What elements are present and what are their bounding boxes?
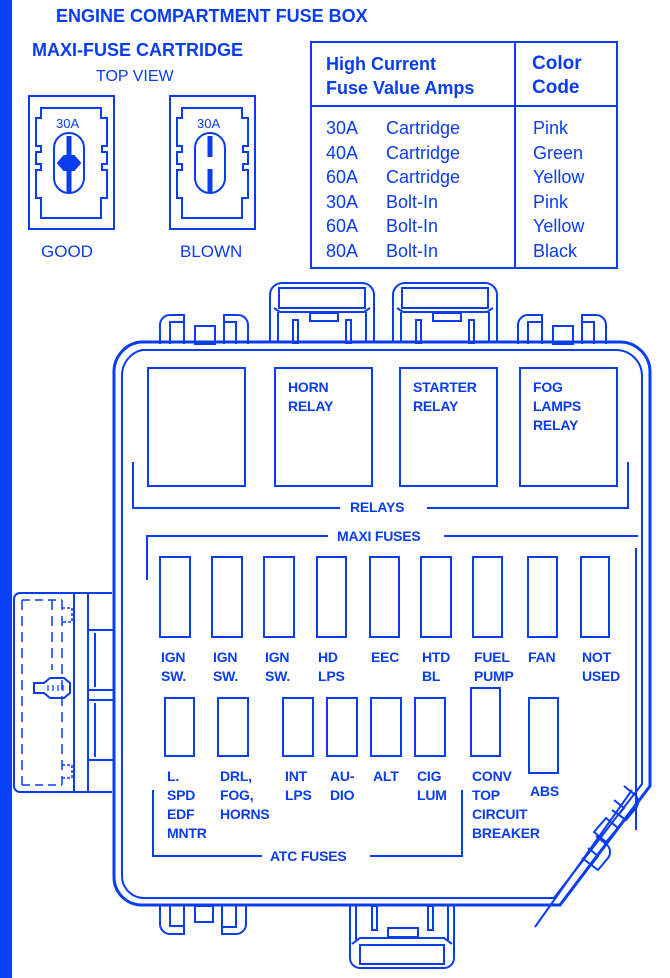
atc-label: DRL, FOG, HORNS (220, 768, 270, 822)
row-amps: 60A (326, 167, 359, 187)
maxi-fuse-slots (159, 556, 610, 638)
atc-bracket (152, 790, 463, 857)
abs-label: ABS (530, 783, 559, 799)
maxi-group-label: MAXI FUSES (337, 528, 421, 544)
bottom-connector (349, 905, 455, 969)
cartridge-subheading: TOP VIEW (96, 68, 174, 85)
relay-label-horn: HORN RELAY (288, 379, 334, 414)
top-clip-left (159, 314, 249, 345)
row-type: Cartridge (386, 167, 461, 187)
relay-box-1 (147, 367, 246, 487)
maxi-label: IGN SW. (213, 649, 239, 684)
row-type: Cartridge (386, 118, 461, 138)
row-type: Bolt-In (386, 216, 439, 236)
housing-outer (112, 340, 652, 907)
row-amps: 80A (326, 240, 359, 261)
row-type: Bolt-In (386, 191, 439, 212)
header-left-line2: Fuse Value Amps (326, 78, 475, 98)
row-color: Yellow (533, 216, 585, 236)
relay-label-starter: STARTER RELAY (413, 379, 477, 414)
relay-box-4 (519, 367, 618, 487)
row-amps: 30A (326, 191, 359, 212)
atc-label: CIG LUM (417, 768, 447, 803)
good-cartridge-icon (28, 95, 115, 230)
good-rating: 30A (56, 116, 80, 131)
table-row: 40A Cartridge (326, 141, 514, 166)
row-color: Pink (533, 118, 569, 138)
bottom-clip-left (159, 905, 247, 935)
right-diagonal-clips (581, 785, 639, 872)
maxi-label: FAN (528, 649, 556, 665)
atc-label: INT LPS (285, 768, 312, 803)
row-type: Bolt-In (386, 240, 439, 261)
atc-label: ALT (373, 768, 399, 784)
blown-cartridge-icon (169, 95, 256, 230)
housing-inner (120, 349, 643, 899)
table-colors-col: Pink Green Yellow Pink Yellow Black (514, 105, 618, 269)
row-amps: 40A (326, 142, 359, 163)
top-connector-2 (392, 282, 498, 344)
maxi-label: IGN SW. (161, 649, 187, 684)
table-values-col: 30A Cartridge 40A Cartridge 60A Cartridge 3… (310, 105, 516, 269)
top-clip-right (517, 314, 607, 345)
blown-label: BLOWN (180, 242, 243, 261)
conv-top-breaker-label: CONV TOP CIRCUIT BREAKER (472, 768, 540, 841)
row-type: Cartridge (386, 142, 461, 163)
maxi-label: HD LPS (318, 649, 345, 684)
row-amps: 30A (326, 118, 359, 138)
row-color: Pink (533, 191, 569, 212)
relay-label-fog: FOG LAMPS RELAY (533, 379, 582, 433)
maxi-label: HTD BL (422, 649, 451, 684)
row-color: Yellow (533, 167, 585, 187)
atc-label: AU- DIO (330, 768, 355, 803)
header-left-line1: High Current (326, 54, 436, 74)
atc-group-label: ATC FUSES (270, 848, 347, 864)
header-right-line2: Code (532, 77, 580, 98)
atc-fuse-slots (164, 687, 559, 774)
relay-box-2 (274, 367, 373, 487)
table-row: 80A Bolt-In (326, 239, 514, 264)
page-title: ENGINE COMPARTMENT FUSE BOX (56, 6, 368, 26)
header-right-line1: Color (532, 53, 582, 74)
row-color: Green (533, 142, 584, 163)
good-label: GOOD (41, 242, 93, 261)
table-row: 60A Bolt-In (326, 214, 514, 239)
maxi-label: FUEL PUMP (474, 649, 514, 684)
row-amps: 60A (326, 216, 359, 236)
atc-label: L. SPD EDF MNTR (167, 768, 207, 841)
relays-group-label: RELAYS (350, 499, 405, 515)
maxi-bracket (146, 535, 638, 830)
table-row: 30A Cartridge (326, 116, 514, 141)
top-connector-1 (269, 282, 375, 344)
relays-bracket (132, 462, 629, 509)
cartridge-heading: MAXI-FUSE CARTRIDGE (32, 40, 243, 60)
relay-box-3 (399, 367, 498, 487)
blown-rating: 30A (197, 116, 221, 131)
maxi-label: EEC (371, 649, 400, 665)
table-row: 60A Cartridge (326, 165, 514, 190)
table-row: 30A Bolt-In (326, 190, 514, 215)
maxi-label: NOT USED (582, 649, 621, 684)
left-side-connector (13, 592, 114, 793)
left-edge-bar (0, 0, 12, 978)
row-color: Black (533, 240, 578, 261)
maxi-label: IGN SW. (265, 649, 291, 684)
